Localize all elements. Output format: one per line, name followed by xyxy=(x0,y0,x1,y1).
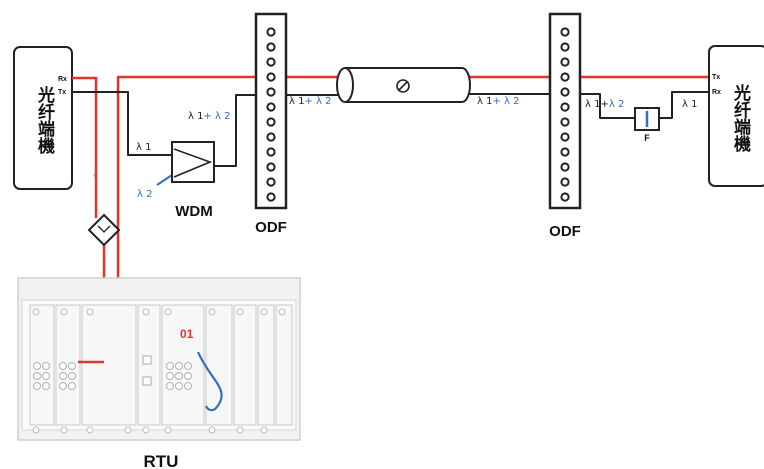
lambda-combined-left-b-text: + λ 2 xyxy=(203,111,230,122)
rtu-slot-number: 01 xyxy=(180,327,194,341)
right-rx-label: Rx xyxy=(712,89,721,96)
black-fiber-filter-out xyxy=(659,91,708,119)
right-terminal: 光纤端機 Tx Rx xyxy=(708,45,764,187)
lambda-combined-mid-b-text: + λ 2 xyxy=(304,96,331,107)
rtu-cards xyxy=(29,304,293,426)
black-fiber-cable xyxy=(468,93,635,119)
svg-text:~: ~ xyxy=(92,173,98,177)
rtu-rack: 01 RTU xyxy=(17,277,301,469)
red-fiber-rx xyxy=(72,76,98,218)
left-tx-label: Tx xyxy=(58,89,66,96)
fiber-cable xyxy=(336,67,471,103)
lambda-combined-right: λ 1+λ 2 xyxy=(585,99,624,110)
odf-left-ports xyxy=(266,27,276,202)
lambda-combined-right-b-text: λ 2 xyxy=(609,99,624,110)
lambda-combined-right-a-text: λ 1+ xyxy=(585,99,609,110)
filter-label: F xyxy=(644,133,650,143)
left-rx-label: Rx xyxy=(58,76,67,83)
right-terminal-label: 光纤端機 xyxy=(730,83,752,153)
filter-device: F xyxy=(634,107,660,143)
left-terminal-label: 光纤端機 xyxy=(34,85,56,155)
lambda2-input-label: λ 2 xyxy=(137,189,152,200)
right-tx-label: Tx xyxy=(712,74,720,81)
red-fiber-main xyxy=(116,75,708,332)
optical-splitter: ~ xyxy=(87,173,121,247)
lambda1-rx-label: λ 1 xyxy=(682,99,697,110)
rtu-screws xyxy=(32,308,286,434)
odf-left-label: ODF xyxy=(255,219,287,236)
rtu-ports xyxy=(33,362,192,390)
odf-right-label: ODF xyxy=(549,223,581,240)
black-fiber-tx xyxy=(72,91,172,156)
wdm-device: WDM xyxy=(171,141,215,220)
rtu-patch-cord xyxy=(196,351,223,412)
odf-right: ODF xyxy=(548,12,582,240)
black-fiber-wdm-out xyxy=(213,94,345,167)
left-terminal: 光纤端機 Rx Tx xyxy=(13,46,73,190)
lambda-combined-cable-a-text: λ 1 xyxy=(477,96,492,107)
wdm-label: WDM xyxy=(175,203,213,220)
lambda-combined-cable: λ 1+ λ 2 xyxy=(477,96,520,107)
lambda-combined-left-a-text: λ 1 xyxy=(188,111,203,122)
rtu-label: RTU xyxy=(144,452,179,469)
lambda1-tx-label: λ 1 xyxy=(136,142,151,153)
odf-right-ports xyxy=(560,27,570,202)
wavelength-labels: λ 1 λ 2 λ 1+ λ 2 λ 1+ λ 2 λ 1+ λ 2 λ 1+λ… xyxy=(136,96,697,200)
odf-left: ODF xyxy=(254,12,288,236)
lambda-combined-cable-b-text: + λ 2 xyxy=(492,96,519,107)
lambda-combined-mid-a: λ 1+ λ 2 xyxy=(289,96,332,107)
lambda-combined-left-a: λ 1+ λ 2 xyxy=(188,111,231,122)
lambda-combined-mid-a-text: λ 1 xyxy=(289,96,304,107)
